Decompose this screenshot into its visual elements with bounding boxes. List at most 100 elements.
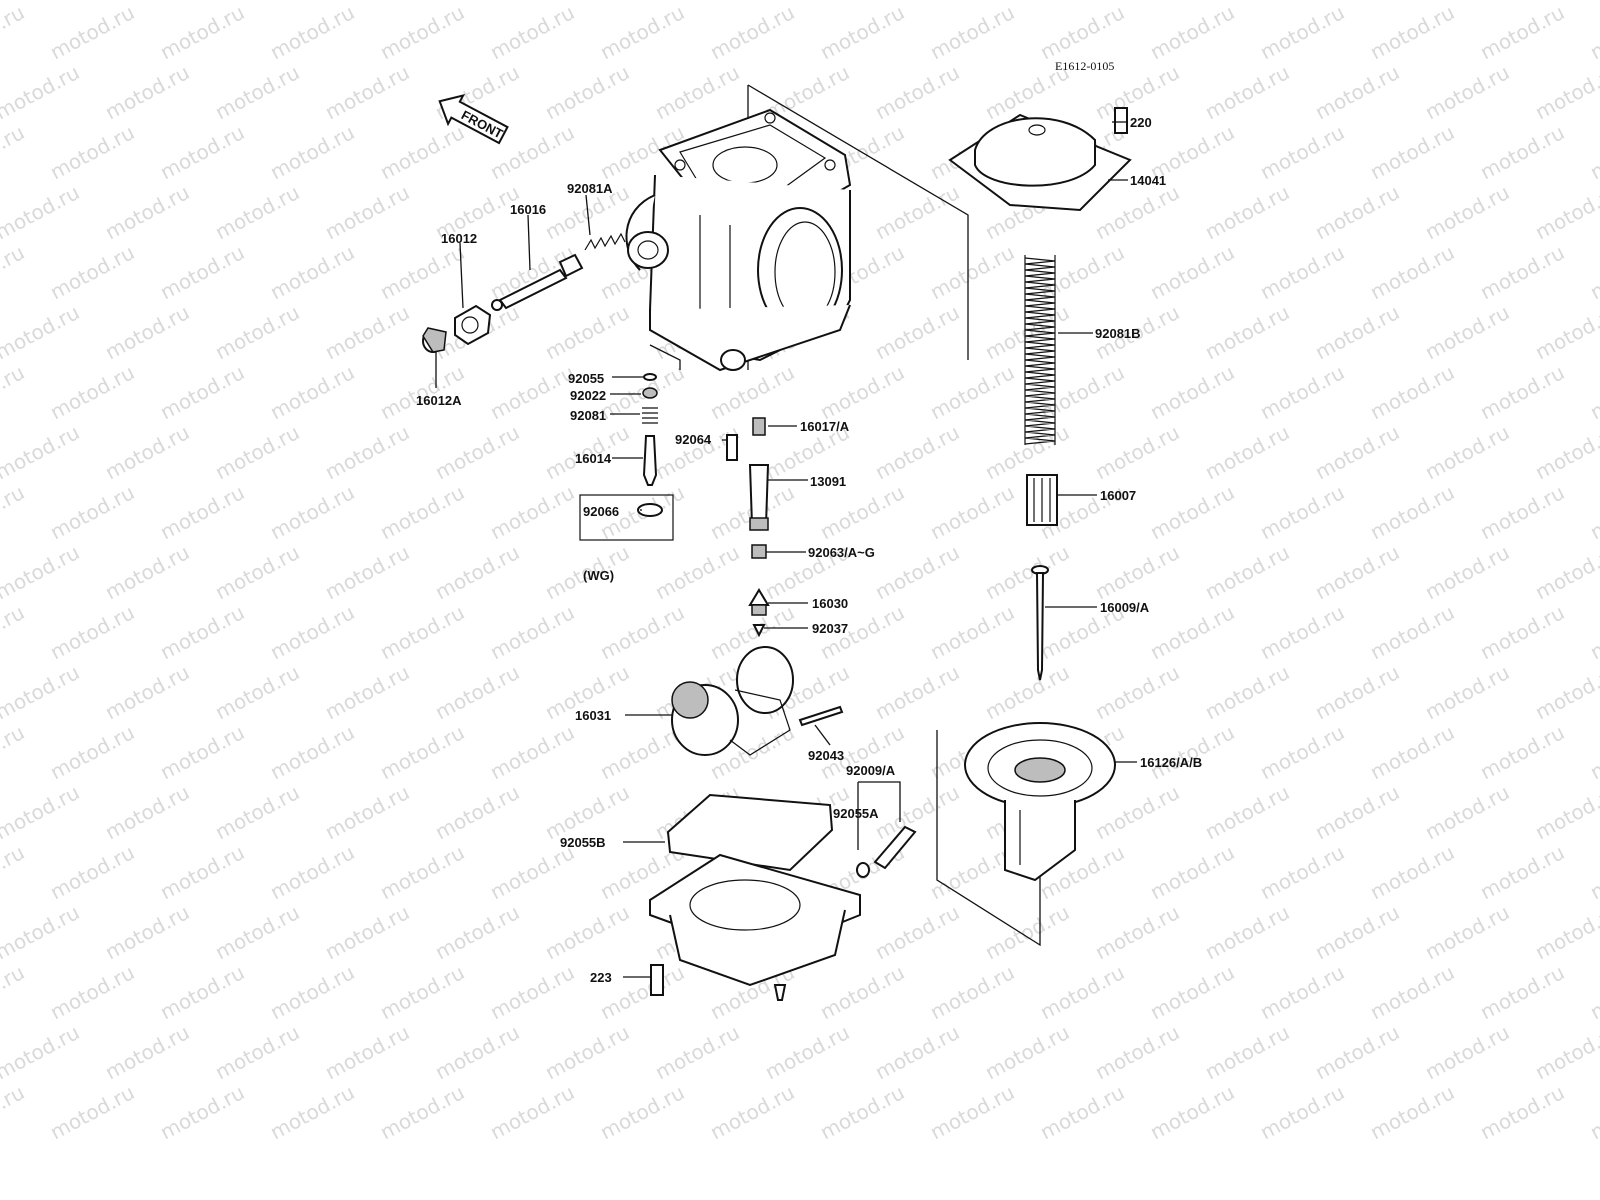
- watermark-text: motod.ru: [0, 240, 28, 304]
- watermark-text: motod.ru: [376, 960, 468, 1024]
- watermark-text: motod.ru: [1311, 300, 1403, 364]
- pilot-jet-parts: [579, 373, 674, 541]
- watermark-text: motod.ru: [761, 0, 853, 4]
- watermark-text: motod.ru: [266, 600, 358, 664]
- watermark-text: motod.ru: [1421, 420, 1513, 484]
- watermark-text: motod.ru: [156, 0, 248, 64]
- label-92055A: 92055A: [833, 806, 879, 821]
- watermark-text: motod.ru: [321, 780, 413, 844]
- watermark-text: motod.ru: [1421, 660, 1513, 724]
- label-16009A: 16009/A: [1100, 600, 1150, 615]
- label-92081B: 92081B: [1095, 326, 1141, 341]
- watermark-text: motod.ru: [1366, 360, 1458, 424]
- watermark-text: motod.ru: [156, 360, 248, 424]
- label-16017A: 16017/A: [800, 419, 850, 434]
- watermark-text: motod.ru: [1146, 1080, 1238, 1144]
- watermark-text: motod.ru: [816, 0, 908, 64]
- watermark-text: motod.ru: [1586, 840, 1600, 904]
- watermark-text: motod.ru: [1476, 600, 1568, 664]
- watermark-text: motod.ru: [431, 660, 523, 724]
- watermark-text: motod.ru: [541, 60, 633, 124]
- watermark-text: motod.ru: [1091, 0, 1183, 4]
- watermark-text: motod.ru: [1311, 420, 1403, 484]
- label-92064: 92064: [675, 432, 712, 447]
- watermark-text: motod.ru: [156, 240, 248, 304]
- watermark-text: motod.ru: [1091, 180, 1183, 244]
- watermark-text: motod.ru: [1366, 0, 1458, 64]
- watermark-text: motod.ru: [376, 480, 468, 544]
- label-16012A: 16012A: [416, 393, 462, 408]
- watermark-text: motod.ru: [1201, 1020, 1293, 1084]
- watermark-text: motod.ru: [1366, 600, 1458, 664]
- watermark-text: motod.ru: [926, 480, 1018, 544]
- watermark-text: motod.ru: [211, 60, 303, 124]
- watermark-text: motod.ru: [926, 960, 1018, 1024]
- label-16126AB: 16126/A/B: [1140, 755, 1202, 770]
- watermark-text: motod.ru: [1311, 780, 1403, 844]
- watermark-text: motod.ru: [596, 360, 688, 424]
- watermark-text: motod.ru: [0, 780, 83, 844]
- watermark-text: motod.ru: [1476, 120, 1568, 184]
- watermark-text: motod.ru: [871, 1020, 963, 1084]
- watermark-text: motod.ru: [431, 420, 523, 484]
- watermark-text: motod.ru: [101, 420, 193, 484]
- watermark-text: motod.ru: [981, 660, 1073, 724]
- watermark-text: motod.ru: [1531, 900, 1600, 964]
- watermark-text: motod.ru: [0, 1080, 28, 1144]
- watermark-text: motod.ru: [266, 720, 358, 784]
- watermark-text: motod.ru: [211, 180, 303, 244]
- watermark-text: motod.ru: [211, 780, 303, 844]
- label-92081A: 92081A: [567, 181, 613, 196]
- label-92055: 92055: [568, 371, 604, 386]
- watermark-text: motod.ru: [101, 0, 193, 4]
- watermark-text: motod.ru: [156, 120, 248, 184]
- watermark-text: motod.ru: [1036, 960, 1128, 1024]
- watermark-text: motod.ru: [1366, 240, 1458, 304]
- watermark-text: motod.ru: [46, 1080, 138, 1144]
- watermark-text: motod.ru: [1201, 300, 1293, 364]
- jet-needle-illustration: [1031, 565, 1049, 681]
- watermark-text: motod.ru: [211, 420, 303, 484]
- watermark-text: motod.ru: [1146, 600, 1238, 664]
- watermark-text: motod.ru: [871, 540, 963, 604]
- watermark-text: motod.ru: [1476, 840, 1568, 904]
- watermark-text: motod.ru: [816, 1080, 908, 1144]
- watermark-text: motod.ru: [46, 360, 138, 424]
- watermark-text: motod.ru: [651, 1020, 743, 1084]
- float-illustration: [671, 646, 844, 756]
- watermark-text: motod.ru: [871, 780, 963, 844]
- watermark-text: motod.ru: [46, 240, 138, 304]
- watermark-text: motod.ru: [1531, 660, 1600, 724]
- watermark-text: motod.ru: [211, 0, 303, 4]
- watermark-text: motod.ru: [486, 480, 578, 544]
- watermark-text: motod.ru: [101, 900, 193, 964]
- watermark-text: motod.ru: [46, 480, 138, 544]
- watermark-text: motod.ru: [1146, 960, 1238, 1024]
- watermark-text: motod.ru: [926, 360, 1018, 424]
- watermark-text: motod.ru: [1091, 660, 1183, 724]
- watermark-text: motod.ru: [486, 720, 578, 784]
- watermark-text: motod.ru: [101, 300, 193, 364]
- watermark-text: motod.ru: [321, 180, 413, 244]
- watermark-text: motod.ru: [1586, 480, 1600, 544]
- label-92043: 92043: [808, 748, 844, 763]
- watermark-text: motod.ru: [101, 660, 193, 724]
- watermark-text: motod.ru: [0, 480, 28, 544]
- label-16014: 16014: [575, 451, 612, 466]
- diaphragm-cover-illustration: [948, 107, 1132, 212]
- watermark-text: motod.ru: [1201, 0, 1293, 4]
- watermark-text: motod.ru: [486, 1080, 578, 1144]
- watermark-text: motod.ru: [376, 840, 468, 904]
- watermark-text: motod.ru: [706, 1080, 798, 1144]
- watermark-text: motod.ru: [1201, 660, 1293, 724]
- label-16007: 16007: [1100, 488, 1136, 503]
- watermark-text: motod.ru: [266, 120, 358, 184]
- watermark-text: motod.ru: [1091, 1020, 1183, 1084]
- front-arrow-icon: FRONT: [438, 94, 509, 145]
- carburetor-body-illustration: [625, 108, 852, 372]
- watermark-text: motod.ru: [1201, 900, 1293, 964]
- watermark-text: motod.ru: [1256, 120, 1348, 184]
- watermark-text: motod.ru: [871, 0, 963, 4]
- label-14041: 14041: [1130, 173, 1166, 188]
- drain-screw-parts: [650, 825, 917, 996]
